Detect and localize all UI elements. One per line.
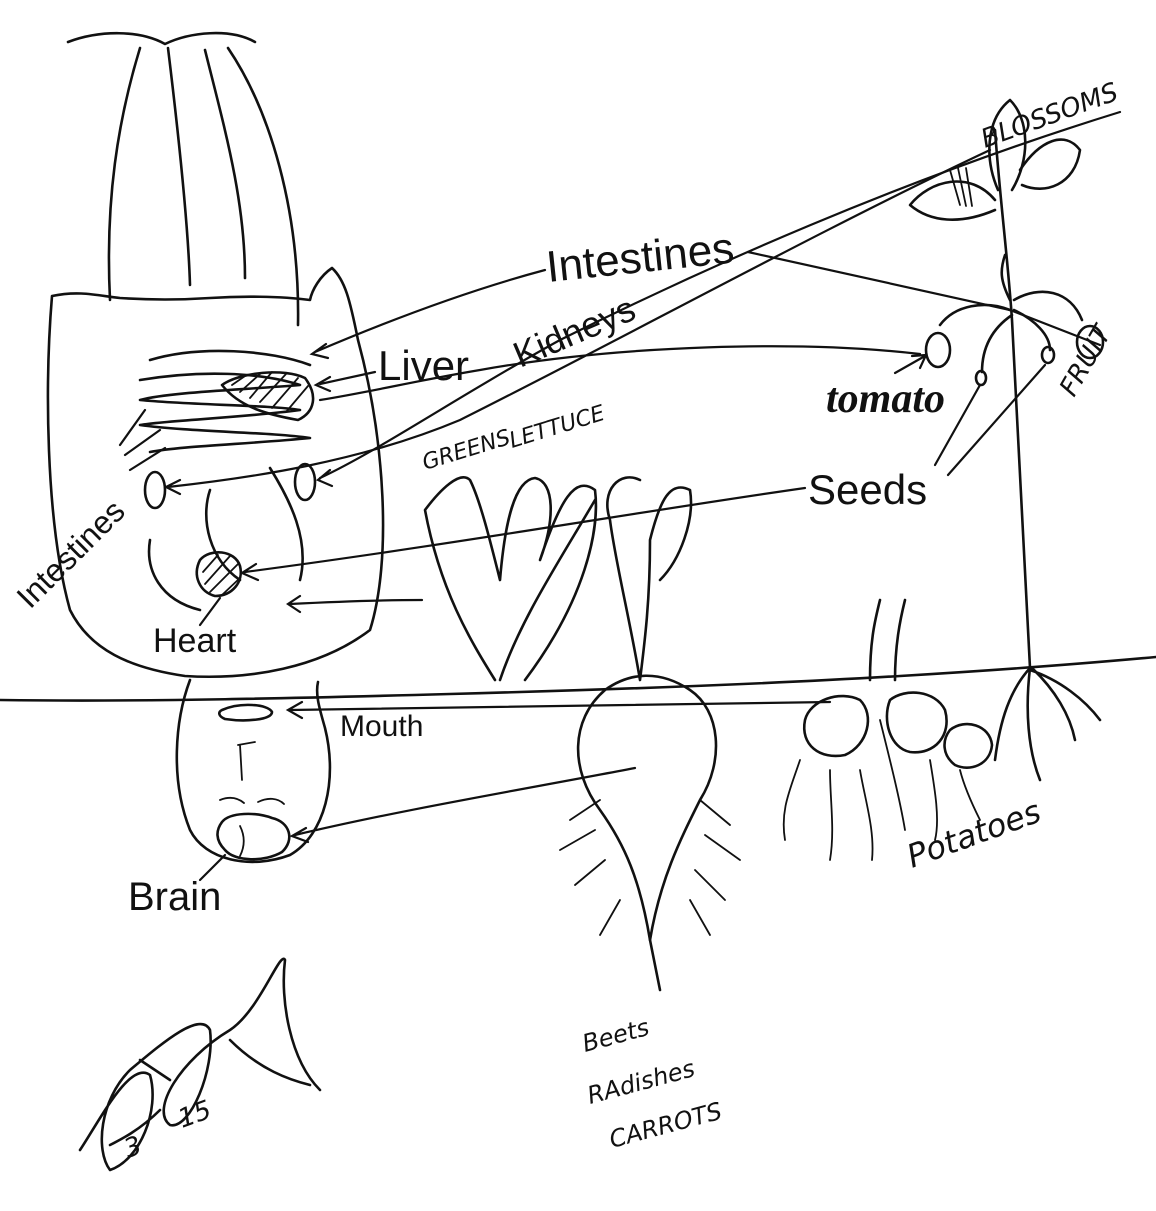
pointer-side-intestines [120,410,165,470]
label-liver: Liver [378,342,469,389]
human-right-leg [228,48,298,325]
human-inner-left-leg [168,48,190,285]
beet-body [578,676,716,940]
pointer-heart-label [200,598,220,625]
label-mouth: Mouth [340,710,423,743]
potato-3 [945,724,992,768]
label-radishes: RAdishes [584,1054,697,1110]
blossom-left [910,181,995,219]
beet-rootlets [560,800,740,935]
tomato-fruit-1 [926,333,950,367]
pointer-blossoms-to-kidneys [318,112,1120,486]
signature-scribble [80,959,320,1170]
human-feet [68,33,255,44]
pointer-tomato-arrow [895,355,926,373]
blossom-right [1020,140,1080,189]
label-lettuce: LETTUCE [506,401,608,454]
signature-number-15: 15 [174,1095,215,1135]
eye-marks [220,798,284,804]
pointer-seeds-to-heart [242,488,805,580]
lettuce-leaves [425,477,596,680]
seed-fruit-small-1 [976,371,986,385]
potato-2 [887,693,947,753]
label-seeds: Seeds [808,466,927,513]
pointer-lettuce-to-lungs [288,596,422,612]
blossom-hatching [950,168,972,206]
brain-shape [217,814,289,859]
pointer-seeds-to-fruit-2 [948,365,1045,475]
root-vegetable [560,676,740,990]
pointer-intestines-to-flower [748,252,1100,345]
lettuce-plant [288,477,691,680]
label-heart: Heart [153,622,237,660]
human-left-leg [109,48,140,300]
mouth-shape [219,705,272,720]
label-greens: GREENS [419,425,513,475]
label-beets: Beets [579,1013,652,1058]
intestine-loops [140,351,310,452]
label-brain: Brain [128,875,221,919]
potato-stems [870,600,905,680]
seed-fruit-small-2 [1042,347,1054,363]
human-inner-right-leg [205,50,245,278]
potato-1 [804,696,868,756]
label-potatoes: Potatoes [902,792,1046,875]
label-intestines-top: Intestines [544,224,736,292]
human-head [177,680,330,862]
upside-down-human-figure [48,33,383,862]
label-carrots: CARROTS [606,1097,725,1154]
nose-mark [238,742,255,780]
label-intestines-side: Intestines [9,493,131,615]
flowering-plant [910,100,1103,780]
kidney-left [145,472,165,508]
beet-taproot [650,940,660,990]
plant-roots [995,668,1100,780]
brain-fold [240,826,244,856]
main-stem [995,130,1030,668]
ground-line [0,657,1156,701]
pointer-liver [316,372,375,391]
label-tomato: tomato [826,376,945,422]
kidney-right [295,464,315,500]
